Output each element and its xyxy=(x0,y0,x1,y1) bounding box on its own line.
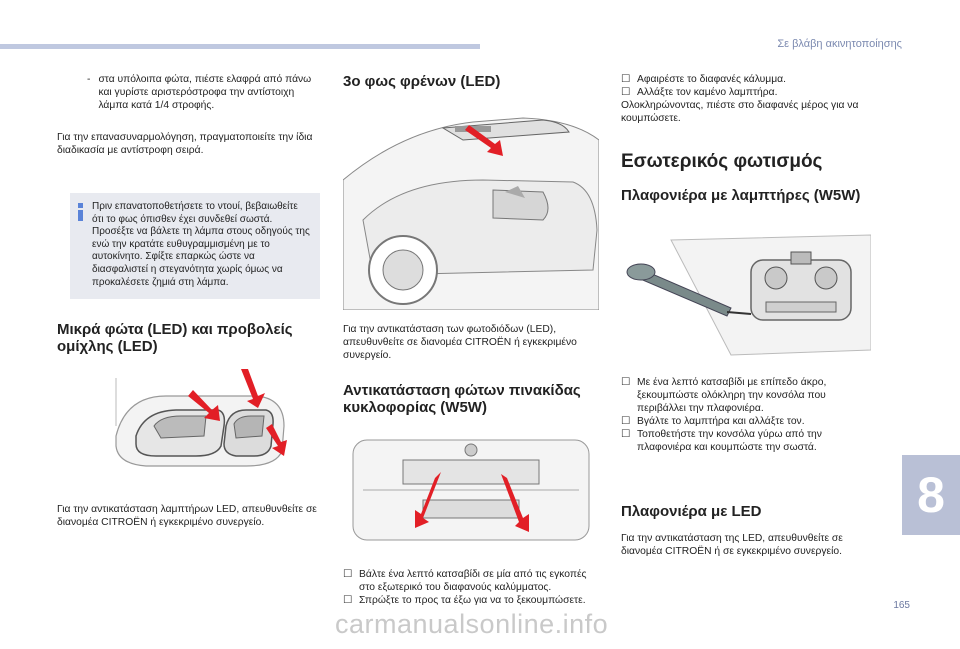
bullet-item: ☐ Αφαιρέστε το διαφανές κάλυμμα. xyxy=(621,73,871,86)
bullet-item: ☐ Βγάλτε το λαμπτήρα και αλλάξτε τον. xyxy=(621,415,871,428)
plate-lights-figure xyxy=(343,430,599,550)
section-title-w5w: Πλαφονιέρα με λαμπτήρες (W5W) xyxy=(621,187,861,204)
section-title-plate-lights: Αντικατάσταση φώτων πινακίδας κυκλοφορία… xyxy=(343,382,581,416)
bullet-item: ☐ Με ένα λεπτό κατσαβίδι με επίπεδο άκρο… xyxy=(621,376,871,415)
checkbox-bullet-icon: ☐ xyxy=(343,595,353,606)
dash-text: στα υπόλοιπα φώτα, πιέστε ελαφρά από πάν… xyxy=(98,74,312,111)
column-2-top: 3ο φως φρένων (LED) xyxy=(343,73,605,90)
ceiling-light-figure xyxy=(621,230,871,360)
section-title-small-lights: Μικρά φώτα (LED) και προβολείς ομίχλης (… xyxy=(57,321,293,355)
info-box: Πριν επανατοποθετήσετε το ντουί, βεβαιωθ… xyxy=(70,193,320,299)
interior-lighting-title: Εσωτερικός φωτισμός xyxy=(621,151,823,172)
led-ceiling-text: Για την αντικατάσταση της LED, απευθυνθε… xyxy=(621,533,843,557)
bullet-text: Τοποθετήστε την κονσόλα γύρω από την πλα… xyxy=(637,429,822,453)
bullet-text: Βγάλτε το λαμπτήρα και αλλάξτε τον. xyxy=(637,416,805,427)
page-number: 165 xyxy=(893,600,910,611)
section-title-brake-light: 3ο φως φρένων (LED) xyxy=(343,73,501,90)
watermark: carmanualsonline.info xyxy=(335,609,609,639)
section-title-led-ceiling: Πλαφονιέρα με LED xyxy=(621,503,762,520)
reassembly-text: Για την επανασυναρμολόγηση, πραγματοποιε… xyxy=(57,132,313,156)
info-icon xyxy=(78,203,83,221)
bullet-item: ☐ Τοποθετήστε την κονσόλα γύρω από την π… xyxy=(621,428,871,454)
bullet-text: Αλλάξτε τον καμένο λαμπτήρα. xyxy=(637,87,778,98)
checkbox-bullet-icon: ☐ xyxy=(343,569,353,580)
plate-bullets: ☐ Βάλτε ένα λεπτό κατσαβίδι σε μία από τ… xyxy=(343,568,605,607)
bullet-text: Με ένα λεπτό κατσαβίδι με επίπεδο άκρο, … xyxy=(637,377,827,414)
bullet-item: ☐ Αλλάξτε τον καμένο λαμπτήρα. xyxy=(621,86,871,99)
page-header-title: Σε βλάβη ακινητοποίησης xyxy=(777,38,902,50)
bullet-text: Βάλτε ένα λεπτό κατσαβίδι σε μία από τις… xyxy=(359,569,587,593)
led-ceiling-section: Πλαφονιέρα με LED Για την αντικατάσταση … xyxy=(621,503,871,558)
finish-text: Ολοκληρώνοντας, πιέστε στο διαφανές μέρο… xyxy=(621,100,859,124)
checkbox-bullet-icon: ☐ xyxy=(621,416,631,427)
checkbox-bullet-icon: ☐ xyxy=(621,377,631,388)
led-text: Για την αντικατάσταση λαμπτήρων LED, απε… xyxy=(57,504,317,528)
checkbox-bullet-icon: ☐ xyxy=(621,87,631,98)
column-3-top: ☐ Αφαιρέστε το διαφανές κάλυμμα. ☐ Αλλάξ… xyxy=(621,73,871,204)
info-text: Πριν επανατοποθετήσετε το ντουί, βεβαιωθ… xyxy=(92,201,310,288)
dash-item: - στα υπόλοιπα φώτα, πιέστε ελαφρά από π… xyxy=(57,73,319,112)
car-rear-figure xyxy=(343,100,599,310)
chapter-tab: 8 xyxy=(902,455,960,535)
bullet-item: ☐ Σπρώξτε το προς τα έξω για να το ξεκου… xyxy=(343,594,605,607)
led-lights-figure xyxy=(106,366,292,476)
brake-light-text: Για την αντικατάσταση των φωτοδιόδων (LE… xyxy=(343,324,577,361)
brake-light-text-block: Για την αντικατάσταση των φωτοδιόδων (LE… xyxy=(343,323,605,416)
bullet-item: ☐ Βάλτε ένα λεπτό κατσαβίδι σε μία από τ… xyxy=(343,568,605,594)
dash-mark: - xyxy=(87,74,91,85)
checkbox-bullet-icon: ☐ xyxy=(621,74,631,85)
column-1: - στα υπόλοιπα φώτα, πιέστε ελαφρά από π… xyxy=(57,73,319,157)
small-lights-section: Μικρά φώτα (LED) και προβολείς ομίχλης (… xyxy=(57,321,319,355)
ceiling-bullets: ☐ Με ένα λεπτό κατσαβίδι με επίπεδο άκρο… xyxy=(621,376,871,454)
bullet-text: Σπρώξτε το προς τα έξω για να το ξεκουμπ… xyxy=(359,595,586,606)
header-bar xyxy=(0,44,480,49)
checkbox-bullet-icon: ☐ xyxy=(621,429,631,440)
bullet-text: Αφαιρέστε το διαφανές κάλυμμα. xyxy=(637,74,786,85)
led-text-block: Για την αντικατάσταση λαμπτήρων LED, απε… xyxy=(57,503,319,529)
